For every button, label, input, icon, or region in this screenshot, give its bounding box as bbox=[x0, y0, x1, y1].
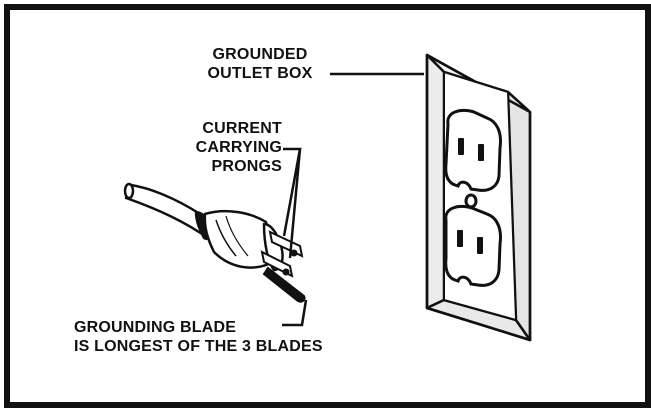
grounding-blade-label: GROUNDING BLADE IS LONGEST OF THE 3 BLAD… bbox=[74, 319, 323, 355]
cover-screw bbox=[464, 193, 478, 209]
outlet-box-label: GROUNDED OUTLET BOX bbox=[207, 46, 313, 82]
grounding-blade bbox=[262, 266, 306, 303]
prongs-label: CURRENT CARRYING PRONGS bbox=[195, 120, 282, 175]
power-cord bbox=[123, 182, 214, 240]
plug-body bbox=[203, 209, 284, 272]
leader-lines bbox=[282, 72, 424, 327]
upper-receptacle bbox=[444, 109, 502, 192]
outlet-box bbox=[425, 53, 532, 342]
lower-receptacle bbox=[444, 205, 502, 287]
current-prongs bbox=[260, 230, 304, 278]
diagram-frame bbox=[4, 4, 651, 408]
